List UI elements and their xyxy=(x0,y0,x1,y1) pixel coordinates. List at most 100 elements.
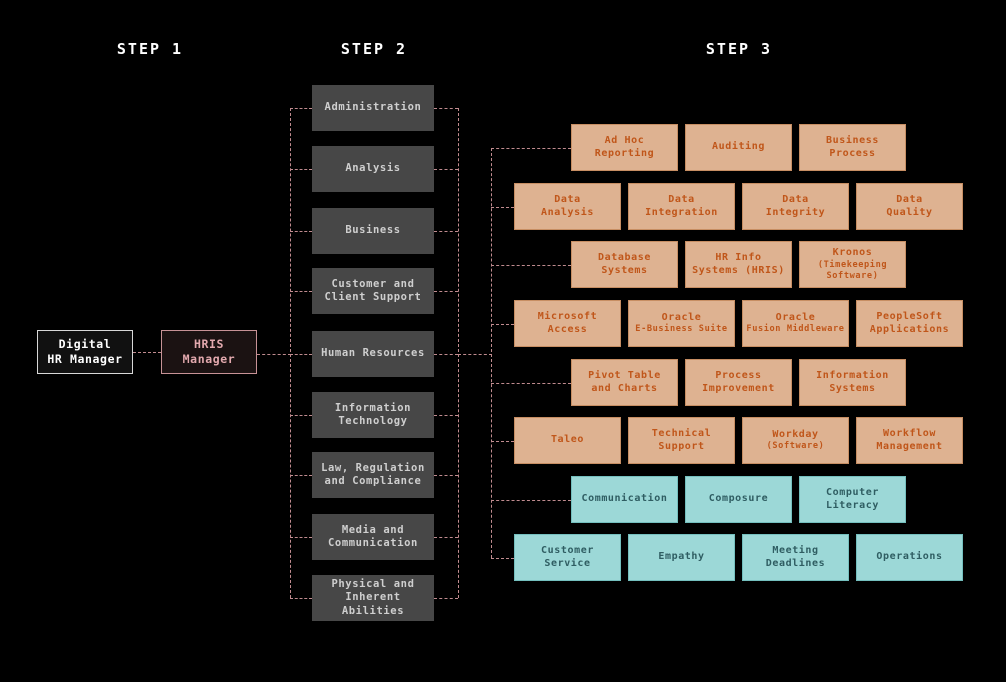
skill-box-6-2-label: Computer Literacy xyxy=(826,486,879,511)
connector-step2-to-step3 xyxy=(458,354,492,355)
category-box-8[interactable]: Physical and Inherent Abilities xyxy=(312,575,434,621)
skill-box-3-3-label: PeopleSoft Applications xyxy=(869,310,950,335)
skill-box-5-2-sublabel: (Software) xyxy=(766,441,825,452)
connector-step2-branch-right-5 xyxy=(434,415,458,416)
category-box-7[interactable]: Media and Communication xyxy=(312,514,434,560)
category-box-3-label: Customer and Client Support xyxy=(324,277,422,303)
step-header-1: STEP 1 xyxy=(116,40,184,58)
category-box-2[interactable]: Business xyxy=(312,208,434,254)
connector-step2-branch-right-2 xyxy=(434,231,458,232)
connector-step2-branch-left-5 xyxy=(290,415,312,416)
connector-step2-branch-left-0 xyxy=(290,108,312,109)
skill-box-5-1[interactable]: Technical Support xyxy=(628,417,735,464)
skill-box-3-3[interactable]: PeopleSoft Applications xyxy=(856,300,963,347)
node-digital-hr-manager[interactable]: Digital HR Manager xyxy=(37,330,133,374)
skill-box-0-0[interactable]: Ad Hoc Reporting xyxy=(571,124,678,171)
skill-box-3-1-label: Oracle xyxy=(661,311,702,323)
connector-step3-branch-5 xyxy=(491,440,514,442)
skill-box-1-3-label: Data Quality xyxy=(886,193,933,218)
connector-step2-left-spine xyxy=(290,108,291,598)
skill-box-7-3[interactable]: Operations xyxy=(856,534,963,581)
connector-step2-branch-right-7 xyxy=(434,537,458,538)
skill-box-5-3-label: Workflow Management xyxy=(876,427,943,452)
skill-box-1-1-label: Data Integration xyxy=(645,193,718,218)
skill-box-0-1-label: Auditing xyxy=(712,141,765,153)
skill-box-7-3-label: Operations xyxy=(876,551,943,563)
skill-box-7-2-label: Meeting Deadlines xyxy=(765,544,826,569)
skill-box-1-3[interactable]: Data Quality xyxy=(856,183,963,230)
category-box-4[interactable]: Human Resources xyxy=(312,331,434,377)
skill-box-2-1-label: HR Info Systems (HRIS) xyxy=(692,251,785,276)
skill-box-0-0-label: Ad Hoc Reporting xyxy=(594,134,655,159)
skill-box-0-1[interactable]: Auditing xyxy=(685,124,792,171)
skill-box-5-0[interactable]: Taleo xyxy=(514,417,621,464)
category-box-2-label: Business xyxy=(345,224,401,237)
connector-step2-branch-left-4 xyxy=(290,354,312,355)
category-box-6[interactable]: Law, Regulation and Compliance xyxy=(312,452,434,498)
skill-box-5-3[interactable]: Workflow Management xyxy=(856,417,963,464)
skill-box-4-0-label: Pivot Table and Charts xyxy=(588,369,661,394)
skill-box-6-1[interactable]: Composure xyxy=(685,476,792,523)
category-box-0[interactable]: Administration xyxy=(312,85,434,131)
skill-box-5-1-label: Technical Support xyxy=(651,427,712,452)
skill-box-7-0-label: Customer Service xyxy=(541,544,594,569)
skill-box-7-1[interactable]: Empathy xyxy=(628,534,735,581)
skill-box-1-0-label: Data Analysis xyxy=(541,193,594,218)
skill-box-3-0[interactable]: Microsoft Access xyxy=(514,300,621,347)
connector-step3-branch-6 xyxy=(491,499,571,501)
skill-box-6-0[interactable]: Communication xyxy=(571,476,678,523)
category-box-1[interactable]: Analysis xyxy=(312,146,434,192)
connector-step2-branch-right-0 xyxy=(434,108,458,109)
connector-step2-branch-right-1 xyxy=(434,169,458,170)
skill-box-4-2-label: Information Systems xyxy=(816,369,889,394)
skill-box-6-2[interactable]: Computer Literacy xyxy=(799,476,906,523)
category-box-7-label: Media and Communication xyxy=(328,523,418,549)
connector-step2-right-spine xyxy=(458,108,459,598)
skill-box-1-0[interactable]: Data Analysis xyxy=(514,183,621,230)
node-digital-hr-manager-label: Digital HR Manager xyxy=(47,337,123,366)
skill-box-2-2[interactable]: Kronos(Timekeeping Software) xyxy=(799,241,906,288)
connector-step2-branch-left-8 xyxy=(290,598,312,599)
skill-box-7-0[interactable]: Customer Service xyxy=(514,534,621,581)
skill-box-2-0[interactable]: Database Systems xyxy=(571,241,678,288)
category-box-5-label: Information Technology xyxy=(334,401,412,427)
connector-step2-branch-left-1 xyxy=(290,169,312,170)
skill-box-2-1[interactable]: HR Info Systems (HRIS) xyxy=(685,241,792,288)
skill-box-0-2-label: Business Process xyxy=(826,134,879,159)
category-box-5[interactable]: Information Technology xyxy=(312,392,434,438)
skill-box-3-2-sublabel: Fusion Middleware xyxy=(746,324,845,335)
skill-box-5-2-label: Workday xyxy=(772,428,819,440)
skill-box-1-2-label: Data Integrity xyxy=(765,193,826,218)
connector-step2-branch-right-3 xyxy=(434,291,458,292)
skill-box-6-1-label: Composure xyxy=(708,493,769,505)
skill-box-3-1-sublabel: E-Business Suite xyxy=(635,324,728,335)
skill-box-4-1[interactable]: Process Improvement xyxy=(685,359,792,406)
skill-box-7-2[interactable]: Meeting Deadlines xyxy=(742,534,849,581)
skill-box-1-1[interactable]: Data Integration xyxy=(628,183,735,230)
category-box-4-label: Human Resources xyxy=(321,347,425,360)
skill-box-4-1-label: Process Improvement xyxy=(702,369,775,394)
connector-step3-branch-2 xyxy=(491,264,571,266)
skill-box-1-2[interactable]: Data Integrity xyxy=(742,183,849,230)
step-header-3: STEP 3 xyxy=(705,40,773,58)
skill-box-5-0-label: Taleo xyxy=(550,434,585,446)
skill-box-2-2-label: Kronos xyxy=(832,247,873,259)
connector-root-to-hris xyxy=(133,352,161,353)
skill-box-6-0-label: Communication xyxy=(581,493,668,505)
skill-box-3-2-label: Oracle xyxy=(775,311,816,323)
category-box-3[interactable]: Customer and Client Support xyxy=(312,268,434,314)
step-header-2: STEP 2 xyxy=(340,40,408,58)
skill-box-5-2[interactable]: Workday(Software) xyxy=(742,417,849,464)
skill-box-0-2[interactable]: Business Process xyxy=(799,124,906,171)
skill-box-4-0[interactable]: Pivot Table and Charts xyxy=(571,359,678,406)
skill-box-4-2[interactable]: Information Systems xyxy=(799,359,906,406)
node-hris-manager[interactable]: HRIS Manager xyxy=(161,330,257,374)
connector-step3-branch-7 xyxy=(491,557,514,559)
connector-step2-branch-right-4 xyxy=(434,354,458,355)
connector-hris-to-step2-spine xyxy=(257,354,291,355)
connector-step3-spine xyxy=(491,147,492,558)
connector-step2-branch-left-2 xyxy=(290,231,312,232)
skill-box-3-0-label: Microsoft Access xyxy=(537,310,598,335)
